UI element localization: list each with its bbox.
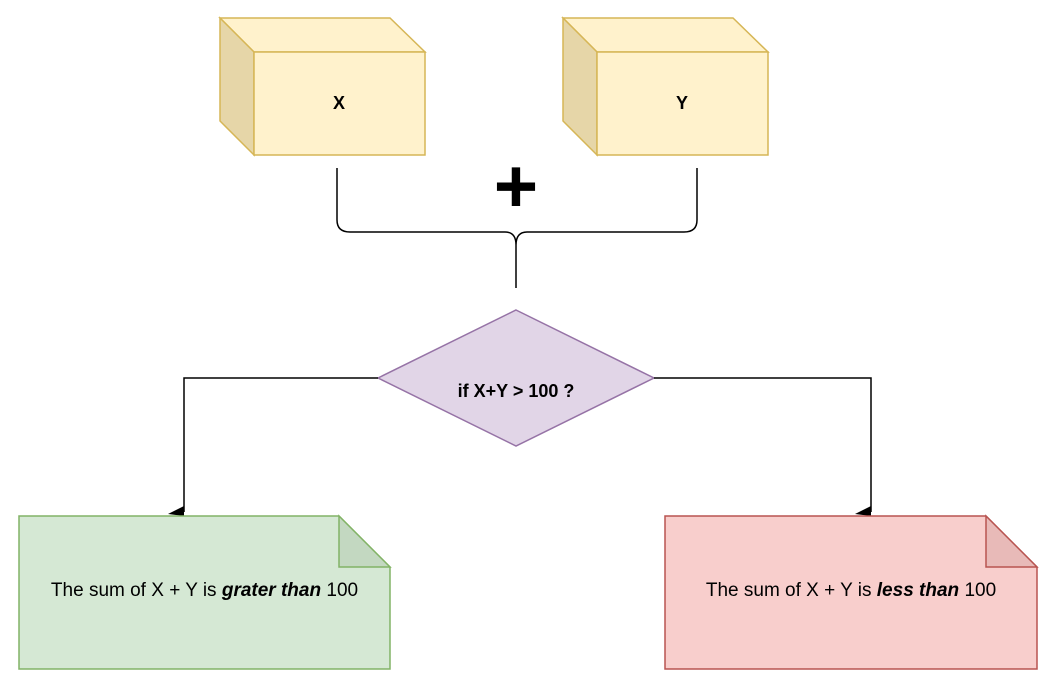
note-less-suffix: 100: [964, 580, 997, 601]
note-less-emphasis: less than: [876, 580, 960, 601]
connector-left: [183, 377, 378, 512]
note-less: [664, 514, 1039, 670]
box-y-label: Y: [676, 93, 688, 113]
note-less-prefix: The sum of X + Y is: [705, 580, 872, 601]
decision-label: if X+Y > 100 ?: [458, 381, 575, 401]
note-greater-prefix: The sum of X + Y is: [50, 580, 217, 601]
box-x-label: X: [333, 93, 345, 113]
decision-diamond: if X+Y > 100 ?: [376, 309, 656, 447]
note-greater-suffix: 100: [326, 580, 359, 601]
box-y-front-face: [596, 51, 769, 156]
box-x-front-face: [253, 51, 426, 156]
plus-operator: +: [494, 144, 538, 229]
note-less-fold: [985, 514, 1039, 568]
note-greater-emphasis: grater than: [221, 580, 322, 601]
note-greater-fold: [338, 514, 392, 568]
box-x-top-face: [218, 17, 427, 53]
arrowhead-left: [168, 506, 184, 516]
box-y-top-face: [561, 17, 770, 53]
connector-right: [654, 377, 872, 512]
box-y: Y: [561, 16, 770, 157]
note-greater-shape: [18, 515, 391, 670]
note-greater: [18, 514, 392, 670]
decision-diamond-shape: [376, 309, 656, 447]
box-x: X: [218, 16, 427, 157]
curly-brace: [336, 168, 698, 288]
arrowhead-right: [855, 506, 871, 516]
note-less-text: The sum of X + Y is less than 100: [665, 570, 1037, 612]
note-greater-text: The sum of X + Y is grater than 100: [19, 570, 390, 612]
note-less-shape: [664, 515, 1038, 670]
